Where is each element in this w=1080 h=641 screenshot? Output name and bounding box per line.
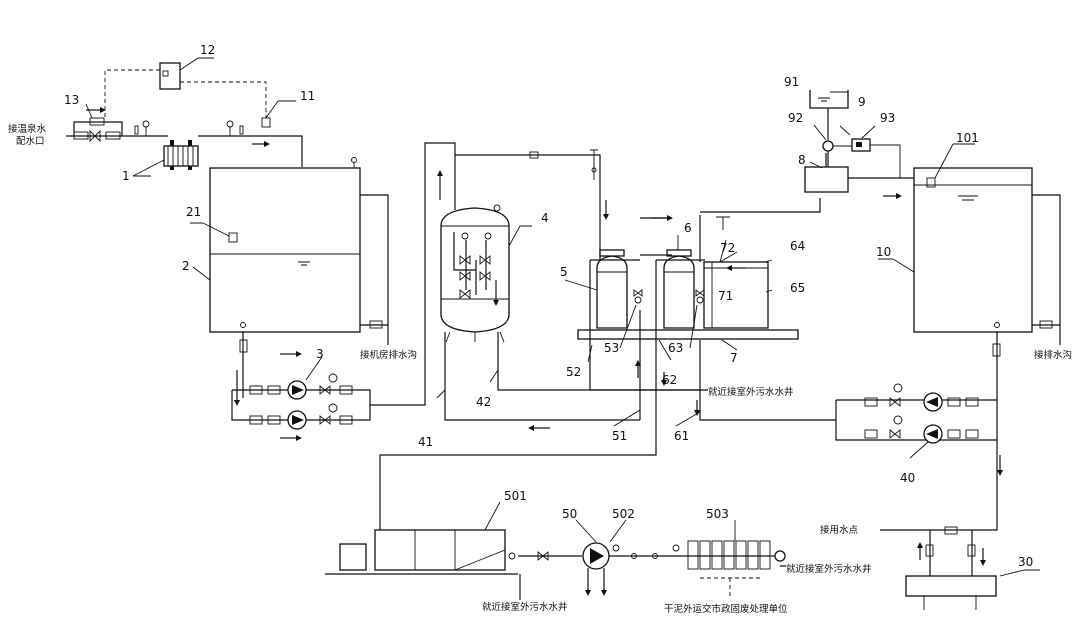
sludge-tank-501: [325, 529, 518, 575]
label-sewage-well-3: 就近接室外污水水井: [482, 601, 568, 613]
callout-62: 62: [662, 373, 677, 387]
callout-502: 502: [612, 507, 635, 521]
callout-3: 3: [316, 347, 324, 361]
tank-30: [880, 526, 997, 610]
callout-4: 4: [541, 211, 549, 225]
softener-6: [663, 249, 705, 329]
callout-12: 12: [200, 43, 215, 57]
callout-2: 2: [182, 259, 190, 273]
callout-501: 501: [504, 489, 527, 503]
callout-9: 9: [858, 95, 866, 109]
callout-51: 51: [612, 429, 627, 443]
label-machine-room-drain: 接机房排水沟: [360, 349, 417, 361]
callout-101: 101: [956, 131, 979, 145]
callout-53: 53: [604, 341, 619, 355]
callout-52: 52: [566, 365, 581, 379]
callout-7: 7: [730, 351, 738, 365]
label-drain-ditch: 接排水沟: [1034, 349, 1072, 361]
callout-61: 61: [674, 429, 689, 443]
leader-lines: [85, 57, 1040, 577]
callout-50: 50: [562, 507, 577, 521]
pump-group-40: [835, 383, 997, 444]
callout-42: 42: [476, 395, 491, 409]
callout-41: 41: [418, 435, 433, 449]
inlet-label-line1: 接温泉水: [8, 123, 47, 135]
callout-5: 5: [560, 265, 568, 279]
brine-tank-64-65: [699, 198, 821, 329]
sludge-pump-502: [518, 542, 680, 596]
softener-5: [596, 249, 643, 329]
callout-93: 93: [880, 111, 895, 125]
pump-group-3: [231, 142, 456, 441]
controller-12: [104, 62, 267, 118]
label-sludge-disposal: 干泥外运交市政固废处理单位: [664, 603, 788, 615]
label-sewage-well-2: 就近接室外污水水井: [786, 563, 872, 575]
callout-91: 91: [784, 75, 799, 89]
outlet-labels: 接温泉水 配水口 接机房排水沟 接排水沟 就近接室外污水水井 就近接室外污水水井…: [8, 123, 1072, 615]
callout-10: 10: [876, 245, 891, 259]
label-sewage-well-1: 就近接室外污水水井: [708, 386, 794, 398]
skid-7: [577, 215, 799, 390]
callout-40: 40: [900, 471, 915, 485]
tank-10: [913, 167, 1061, 531]
callout-71: 71: [718, 289, 733, 303]
dosing-unit-9: [809, 90, 901, 178]
misc-pipes: [519, 565, 786, 600]
callout-8: 8: [798, 153, 806, 167]
tank-8: [804, 153, 914, 199]
callout-6: 6: [684, 221, 692, 235]
inlet-pipeline: [66, 107, 303, 167]
filter-press-503: [672, 540, 786, 596]
callout-65: 65: [790, 281, 805, 295]
heater-1: [163, 140, 199, 170]
callout-1: 1: [122, 169, 130, 183]
tank-2: [209, 157, 389, 398]
callout-30: 30: [1018, 555, 1033, 569]
filter-tank-4: [437, 149, 609, 343]
callout-numbers: 1 2 3 4 5 6 7 8 9 10 11 12 13 21 30 40 4…: [64, 43, 1033, 569]
callout-21: 21: [186, 205, 201, 219]
callout-72: 72: [720, 241, 735, 255]
drain-pipelines: [379, 310, 836, 530]
callout-503: 503: [706, 507, 729, 521]
inlet-label-line2: 配水口: [16, 135, 45, 147]
label-water-point: 接用水点: [820, 524, 859, 536]
callout-63: 63: [668, 341, 683, 355]
callout-92: 92: [788, 111, 803, 125]
callout-64: 64: [790, 239, 805, 253]
callout-11: 11: [300, 89, 315, 103]
callout-13: 13: [64, 93, 79, 107]
